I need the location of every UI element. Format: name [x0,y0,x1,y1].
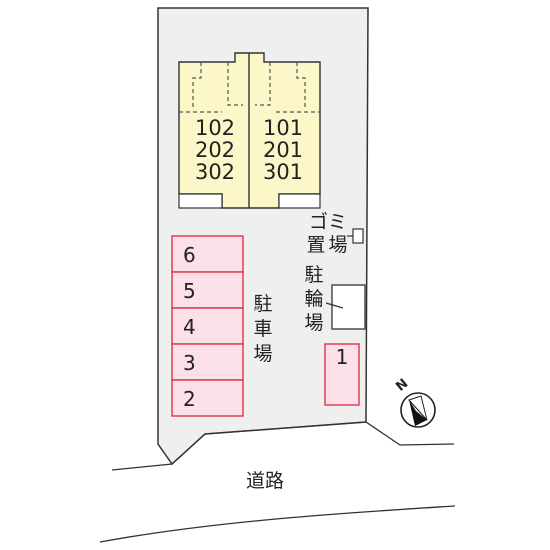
parking-label-char-2: 車 [253,318,272,340]
room-label-102: 102 [195,116,235,140]
garbage-label-line1: ゴミ [309,211,347,233]
parking-slot-6 [171,235,244,273]
bicycle-label-char-1: 駐 [304,264,323,286]
parking-label-char-1: 駐 [253,293,272,315]
parking-slot-label-3: 3 [183,351,196,375]
bicycle-label-char-2: 輪 [304,288,323,310]
garbage-box [352,228,364,244]
balcony-left [178,193,223,209]
road-edge-top [111,421,455,471]
road-label: 道路 [246,470,284,492]
compass-north-label: N [393,376,411,394]
room-label-302: 302 [195,160,235,184]
parking-slot-1 [324,343,360,406]
bicycle-parking: 駐 輪 場 [304,264,366,334]
bicycle-box [331,284,366,330]
apartment-building: 102 202 302 101 201 301 [178,52,321,209]
parking-label: 駐 車 場 [253,293,272,365]
parking-slot-label-1: 1 [336,345,349,369]
parking-slots-left: 6 5 4 3 2 [171,235,244,417]
north-arrow-icon: N [393,376,436,428]
parking-slot-2 [171,379,244,417]
bicycle-label-char-3: 場 [304,312,323,334]
garbage-area: ゴミ 置 場 [306,211,364,256]
garbage-label-char-2: 場 [328,234,347,256]
parking-slot-label-6: 6 [183,243,196,267]
room-label-301: 301 [263,160,303,184]
room-label-202: 202 [195,138,235,162]
interior-dashed-lines [179,62,320,113]
balcony-right [278,193,321,209]
road-edge-bottom [99,505,456,543]
garbage-label-char-1: 置 [306,234,325,256]
bicycle-leader-line [325,302,344,309]
room-label-101: 101 [263,116,303,140]
parking-slot-label-5: 5 [183,279,196,303]
parking-slot-label-2: 2 [183,387,196,411]
room-label-201: 201 [263,138,303,162]
parking-slot-5 [171,271,244,309]
parking-slot-label-4: 4 [183,315,196,339]
parking-label-char-3: 場 [253,343,272,365]
parking-slot-3 [171,343,244,381]
